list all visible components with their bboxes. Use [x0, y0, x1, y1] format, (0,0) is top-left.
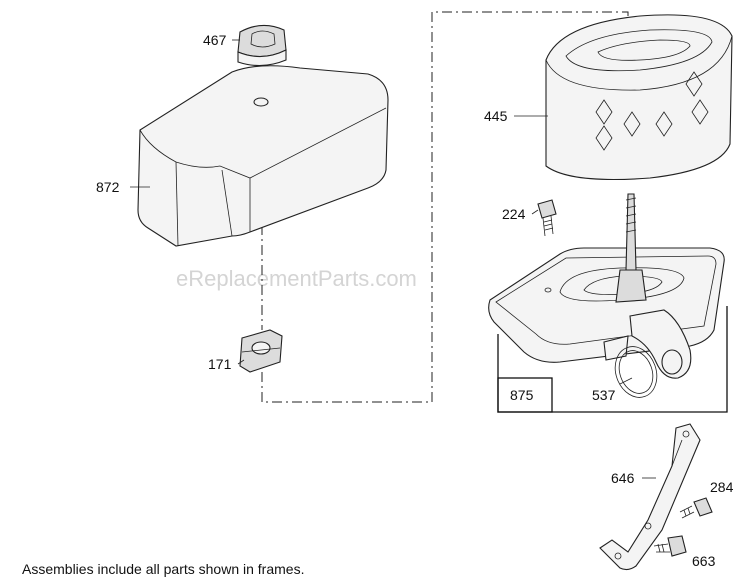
callout-872: 872: [96, 179, 120, 195]
part-284-screw: [679, 497, 713, 519]
callout-284: 284: [710, 479, 734, 495]
callout-467: 467: [203, 32, 227, 48]
callout-537: 537: [592, 387, 616, 403]
part-467-cap: [237, 24, 287, 67]
assembly-footnote: Assemblies include all parts shown in fr…: [22, 561, 305, 577]
callout-445: 445: [484, 108, 508, 124]
part-663-bolt: [653, 535, 687, 557]
part-872-cover: [137, 65, 389, 247]
part-224-stud: [537, 199, 557, 237]
callout-646: 646: [611, 470, 635, 486]
part-875-base-assembly: [488, 193, 725, 379]
part-445-air-filter: [545, 14, 733, 181]
part-171-grommet: [239, 329, 283, 373]
callout-171: 171: [208, 356, 232, 372]
watermark-text: eReplacementParts.com: [176, 266, 417, 291]
callout-875: 875: [510, 387, 534, 403]
part-537-seal: [614, 346, 658, 398]
leader-lines: [130, 39, 656, 479]
assembly-frame-875: [497, 306, 728, 413]
part-646-bracket: [599, 423, 701, 571]
callout-224: 224: [502, 206, 526, 222]
callout-663: 663: [692, 553, 716, 569]
